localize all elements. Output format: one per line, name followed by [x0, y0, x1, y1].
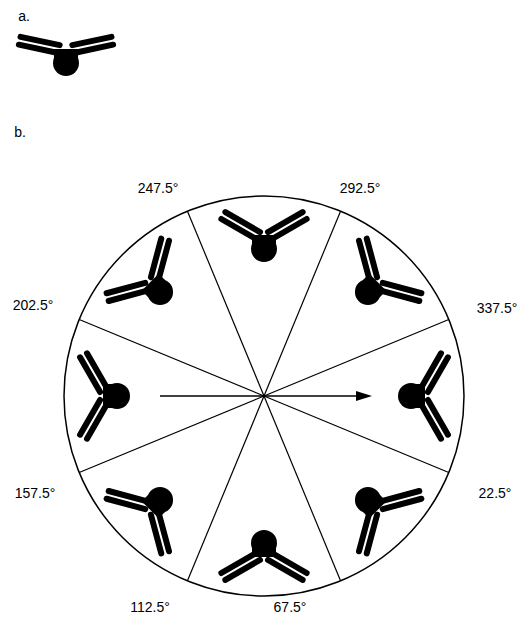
- fly-figure: [221, 212, 306, 262]
- wing-bar: [383, 269, 422, 308]
- sector-line: [264, 396, 449, 473]
- wing-bar: [428, 400, 448, 435]
- wing-bar: [137, 239, 176, 278]
- sector-line: [264, 319, 449, 396]
- fly-figure: [80, 353, 130, 438]
- direction-arrow: [160, 395, 360, 397]
- wing-bar: [268, 212, 303, 232]
- wing-bar: [353, 515, 392, 554]
- angle-label: 337.5°: [477, 300, 518, 316]
- panel-letter: b.: [14, 124, 26, 140]
- angle-label: 112.5°: [130, 599, 170, 615]
- sector-line: [187, 211, 264, 396]
- angle-label: 202.5°: [13, 297, 54, 313]
- angle-label: 22.5°: [479, 485, 512, 501]
- fly-figure: [104, 461, 200, 557]
- wing-bar: [353, 239, 392, 278]
- fly-figure: [329, 236, 425, 332]
- orientation-circle: [64, 196, 464, 596]
- wing-bar: [107, 269, 146, 308]
- arrowhead: [356, 391, 372, 401]
- wing-bar: [428, 357, 448, 392]
- wing-bar: [21, 37, 60, 45]
- fly-figure: [398, 353, 448, 438]
- sector-line: [187, 396, 264, 581]
- fly-figure: [19, 37, 113, 76]
- angle-label: 67.5°: [274, 599, 307, 615]
- sector-line: [79, 319, 264, 396]
- wing-bar: [383, 485, 422, 524]
- wing-bar: [80, 357, 100, 392]
- angle-label: 157.5°: [15, 485, 56, 501]
- wing-bar: [225, 560, 260, 580]
- sector-line: [264, 211, 341, 396]
- wing-bar: [72, 37, 111, 45]
- wing-bar: [80, 400, 100, 435]
- panel-letter: a.: [18, 8, 30, 24]
- wing-bar: [137, 515, 176, 554]
- sector-line: [264, 396, 341, 581]
- fly-figure: [329, 461, 425, 557]
- fly-figure: [104, 236, 200, 332]
- wing-bar: [107, 485, 146, 524]
- sector-line: [79, 396, 264, 473]
- angle-label: 247.5°: [138, 180, 179, 196]
- fly-figure: [221, 530, 306, 580]
- wing-bar: [268, 560, 303, 580]
- angle-label: 292.5°: [340, 180, 381, 196]
- wing-bar: [225, 212, 260, 232]
